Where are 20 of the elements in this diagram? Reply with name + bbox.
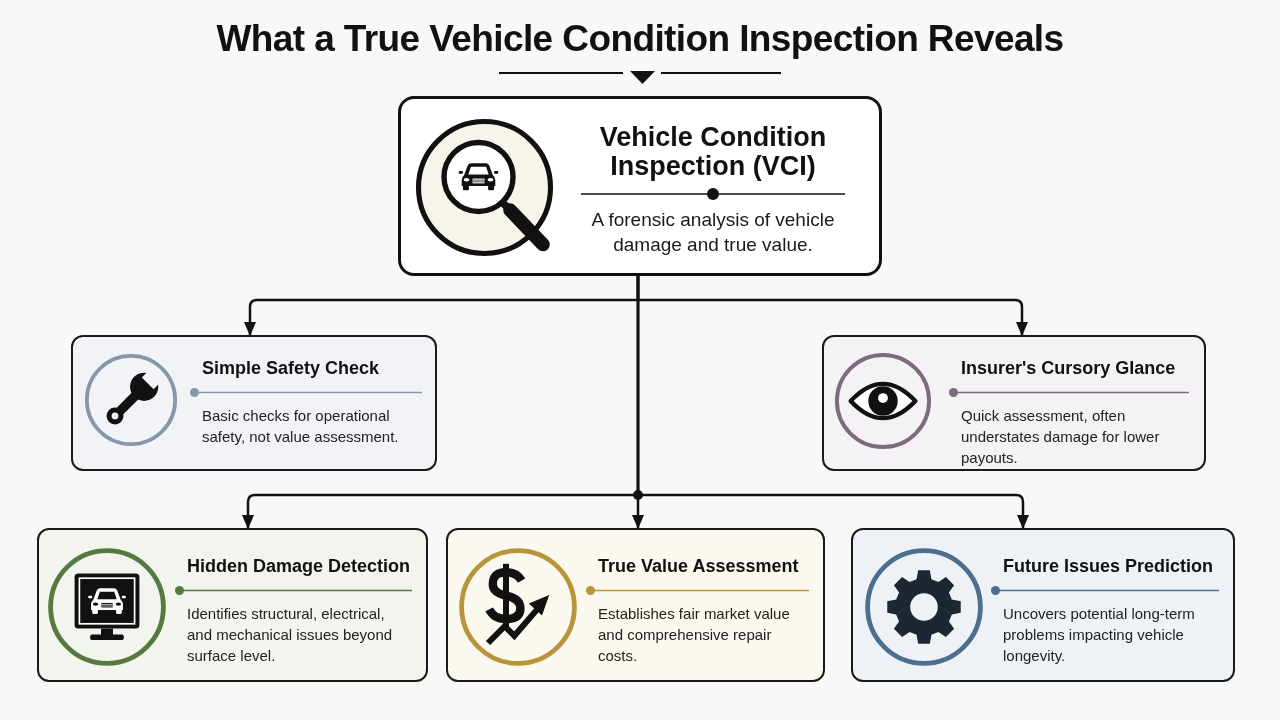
info-card xyxy=(851,528,1235,682)
main-card xyxy=(398,96,882,276)
info-card xyxy=(71,335,437,471)
info-card xyxy=(822,335,1206,471)
card-description: Basic checks for operational safety, not value assessment. xyxy=(201,406,400,447)
card-title: Simple Safety Check xyxy=(201,357,381,379)
card-title: Vehicle Condition Inspection (VCI) xyxy=(598,123,828,181)
diagram-title: What a True Vehicle Condition Inspection Reveals xyxy=(216,17,1064,61)
card-description: Establishes fair market value and comprehensive repair costs. xyxy=(597,604,791,666)
card-title: Hidden Damage Detection xyxy=(186,555,412,577)
card-description: Identifies structural, electrical, and mechanical issues beyond surface level. xyxy=(186,604,394,666)
card-description: Quick assessment, often understates damage for lower payouts. xyxy=(960,406,1161,468)
card-description: A forensic analysis of vehicle damage and true value. xyxy=(590,208,836,257)
info-card xyxy=(446,528,825,682)
card-title: Insurer's Cursory Glance xyxy=(960,357,1177,379)
card-title: True Value Assessment xyxy=(597,555,800,577)
info-card xyxy=(37,528,428,682)
card-description: Uncovers potential long-term problems impacting vehicle longevity. xyxy=(1002,604,1196,666)
card-title: Future Issues Prediction xyxy=(1002,555,1215,577)
connector-arrow xyxy=(636,276,1029,529)
